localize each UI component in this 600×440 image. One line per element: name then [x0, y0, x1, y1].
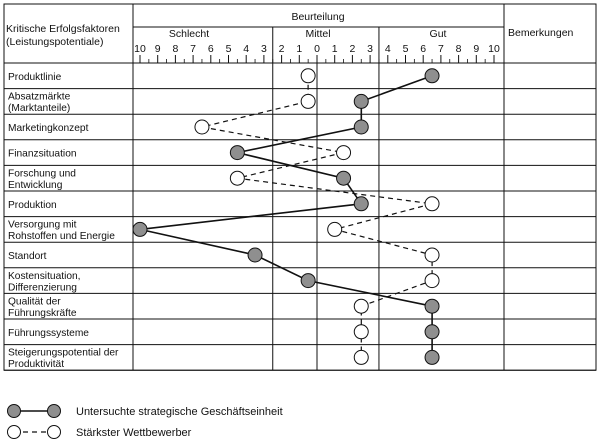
- factors-header-line1: Kritische Erfolgsfaktoren: [6, 23, 120, 35]
- unit-point: [353, 119, 369, 135]
- factor-label: Qualität der: [8, 296, 61, 307]
- legend: Untersuchte strategische Geschäftseinhei…: [7, 404, 283, 439]
- legend-unit-marker-left: [7, 404, 21, 418]
- tick-label: 3: [261, 43, 267, 55]
- legend-competitor-marker-left: [7, 425, 21, 439]
- tick-label: 2: [279, 43, 285, 55]
- factor-label: Forschung und: [8, 168, 76, 179]
- unit-point: [424, 324, 440, 340]
- legend-unit-label: Untersuchte strategische Geschäftseinhei…: [76, 406, 283, 418]
- medium-label: Mittel: [305, 28, 330, 40]
- factor-label: Differenzierung: [8, 282, 77, 293]
- competitor-point: [300, 68, 316, 84]
- competitor-point: [353, 298, 369, 314]
- factor-label: Produktion: [8, 200, 57, 211]
- factor-label: Entwicklung: [8, 180, 63, 191]
- factor-label: Führungskräfte: [8, 308, 77, 319]
- unit-point: [353, 93, 369, 109]
- unit-point: [247, 247, 263, 263]
- factor-label: Versorgung mit: [8, 220, 77, 231]
- header-area: Kritische Erfolgsfaktoren (Leistungspote…: [6, 11, 574, 48]
- tick-label: 8: [172, 43, 178, 55]
- tick-label: 4: [385, 43, 391, 55]
- good-label: Gut: [430, 28, 447, 40]
- remarks-header: Bemerkungen: [508, 27, 574, 39]
- grid: [3, 3, 597, 371]
- factor-label: Marketingkonzept: [8, 123, 89, 134]
- factor-label: Steigerungspotential der: [8, 348, 119, 359]
- tick-label: 3: [367, 43, 373, 55]
- bad-label: Schlecht: [169, 28, 209, 40]
- tick-label: 6: [208, 43, 214, 55]
- tick-label: 9: [473, 43, 479, 55]
- tick-label: 6: [420, 43, 426, 55]
- tick-label: 9: [155, 43, 161, 55]
- unit-point: [300, 273, 316, 289]
- series-layer: [132, 68, 440, 365]
- legend-competitor-marker-right: [47, 425, 61, 439]
- tick-label: 5: [403, 43, 409, 55]
- unit-point: [132, 221, 148, 237]
- legend-competitor-label: Stärkster Wettbewerber: [76, 427, 192, 439]
- competitor-point: [336, 145, 352, 161]
- tick-label: 1: [296, 43, 302, 55]
- table-frame: [3, 3, 597, 371]
- tick-label: 7: [190, 43, 196, 55]
- competitor-point: [353, 349, 369, 365]
- tick-label: 7: [438, 43, 444, 55]
- factor-label: Produktlinie: [8, 72, 62, 83]
- factor-label: (Marktanteile): [8, 103, 70, 114]
- tick-label: 10: [134, 43, 146, 55]
- factors-header-line2: (Leistungspotentiale): [6, 36, 103, 48]
- tick-label: 8: [456, 43, 462, 55]
- factor-label: Kostensituation,: [8, 271, 81, 282]
- competitor-point: [424, 196, 440, 212]
- factor-label: Absatzmärkte: [8, 92, 71, 103]
- unit-point: [336, 170, 352, 186]
- factor-label: Finanzsituation: [8, 149, 77, 160]
- competitor-point: [194, 119, 210, 135]
- rating-header: Beurteilung: [291, 11, 344, 23]
- competitor-point: [424, 273, 440, 289]
- legend-unit-marker-right: [47, 404, 61, 418]
- unit-point: [229, 145, 245, 161]
- unit-point: [424, 298, 440, 314]
- factor-label: Standort: [8, 251, 47, 262]
- tick-label: 5: [226, 43, 232, 55]
- factor-label: Führungssysteme: [8, 328, 89, 339]
- competitor-point: [424, 247, 440, 263]
- tick-label: 1: [332, 43, 338, 55]
- unit-point: [424, 349, 440, 365]
- unit-point: [353, 196, 369, 212]
- factor-label: Produktivität: [8, 359, 64, 370]
- competitor-point: [229, 170, 245, 186]
- competitor-point: [353, 324, 369, 340]
- competitor-point: [327, 221, 343, 237]
- tick-label: 4: [243, 43, 249, 55]
- tick-label: 0: [314, 43, 320, 55]
- tick-label: 10: [488, 43, 500, 55]
- tick-label: 2: [349, 43, 355, 55]
- factor-label: Rohstoffen und Energie: [8, 231, 115, 242]
- unit-point: [424, 68, 440, 84]
- competitor-point: [300, 93, 316, 109]
